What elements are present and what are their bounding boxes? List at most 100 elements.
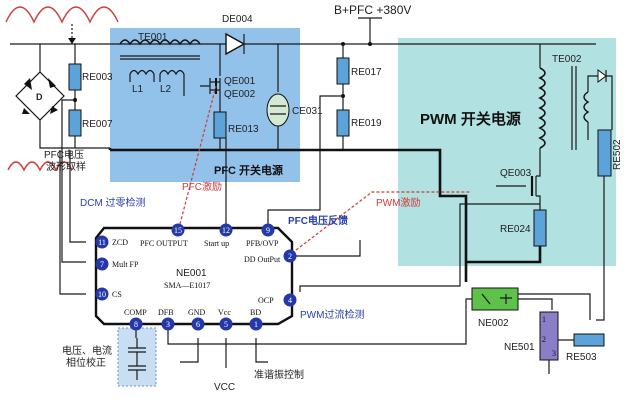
junction [368,42,372,46]
qe003-body [496,168,541,210]
phase-cap [128,338,146,380]
qe003-label: QE003 [500,168,532,179]
supply-label: B+PFC +380V [334,3,411,17]
pin-label-bd: BD [250,308,261,317]
diode-glyph [22,108,30,114]
phase-correction-label: 电压、电流 相位校正 [62,344,115,369]
multfp-wire [61,99,86,263]
ac-waveform [5,6,119,24]
pwm-drive-label: PWM激励 [376,196,420,209]
re019-label: RE019 [351,118,382,129]
pwm-block [398,38,616,266]
ne501-wire [548,339,574,374]
re019-resistor [336,109,350,137]
pin-num: 3 [166,320,170,329]
dcm-detect-label: DCM 过零检测 [80,196,146,209]
qe003-ground [466,246,542,264]
re503-resistor [573,333,605,347]
pin-label-gnd: GND [188,308,206,317]
re017-resistor [336,57,350,85]
pin-num: 11 [98,238,106,247]
re003-resistor [68,63,82,91]
pin-num: 12 [222,226,230,235]
te002-core [571,66,577,150]
ic-pins: 11 7 10 15 12 9 2 4 8 3 6 5 1 [95,223,297,331]
pin-label-multfp: Mult FP [112,260,139,269]
qe-body [200,78,221,94]
ic-name: NE001 [176,268,207,279]
ce031-label: CE031 [292,106,323,117]
pin-num: 9 [266,226,270,235]
re024-resistor [533,209,547,247]
te002-secondary [583,91,590,123]
l1-label: L1 [132,84,144,95]
ce031-plate [270,105,286,115]
qe002-label: QE002 [224,89,256,100]
te002-sec-wire [587,75,598,140]
pfc-sampling-line2: 波形取样 [46,160,86,173]
pin-label-zcd: ZCD [112,238,128,247]
bridge-label: D [36,92,43,102]
bridge-wire [39,120,110,149]
ocp-wire [299,203,540,292]
re007-resistor [68,109,82,137]
re503-label: RE503 [566,352,597,363]
pfc-sampling-line1: PFC电压 [44,148,84,161]
pfb-wire [267,95,343,224]
pin-num: 10 [98,290,106,299]
opto-inner [481,293,512,305]
te001-label: TE001 [138,32,168,43]
de004-diode [225,32,246,56]
ic-part: SMA—E1017 [164,281,210,290]
re017-label: RE017 [351,67,382,78]
te002-primary [538,67,546,149]
zcd-wire [69,150,86,243]
opto-wire [167,298,553,345]
phase-line1: 电压、电流 [62,344,112,357]
pin-label-startup: Start up [204,239,229,248]
qe001-label: QE001 [224,76,256,87]
pfc-drive-label: PFC激励 [182,180,222,193]
pin-num: 1 [254,320,258,329]
pwm-ocp-label: PWM过流检测 [300,308,364,321]
phase-line2: 相位校正 [66,356,106,369]
pin-num: 15 [174,226,182,235]
re502-label: RE502 [612,139,623,170]
pin-num: 6 [196,320,200,329]
re024-label: RE024 [500,224,531,235]
ne501-label: NE501 [504,342,535,353]
cs-wire [59,150,86,295]
de004-label: DE004 [222,14,253,25]
bd-wire [255,338,268,363]
standby-control-label: 准谐振控制 [254,368,304,381]
pfc-waveform [7,161,73,172]
pin-label-vcc: Vcc [218,308,231,317]
pin-label-ocp: OCP [258,296,274,305]
ne501-pin-label: 3 [552,349,556,358]
pin-label-dd-output: DD OutPut [244,255,281,264]
pwm-block-title: PWM 开关电源 [420,110,521,128]
diode-glyph [50,106,58,114]
opto-wire2 [518,293,591,320]
pin-num: 2 [288,252,292,261]
pfc-block-title: PFC 开关电源 [214,163,283,177]
te002-label: TE002 [552,54,582,65]
re003-label: RE003 [82,72,113,83]
pfc-feedback-label: PFC电压反馈 [288,214,348,227]
diode-bar [605,70,613,130]
pin-label-comp: COMP [124,308,147,317]
te001-primary [119,39,201,46]
re502-wire [596,176,605,321]
pin-label-pfc-output: PFC OUTPUT [140,239,188,248]
pin-num: 4 [288,296,292,305]
pin-num: 7 [100,260,104,269]
pin-label-dfb: DFB [158,308,174,317]
diode-glyph [48,78,56,88]
secondary-diode [597,69,607,83]
te001-l2 [159,69,185,76]
arrow-head [68,38,76,44]
pin-label-pfb-ovp: PFB/OVP [246,239,279,248]
ne002-optocoupler [471,287,519,311]
ne002-label: NE002 [478,318,509,329]
